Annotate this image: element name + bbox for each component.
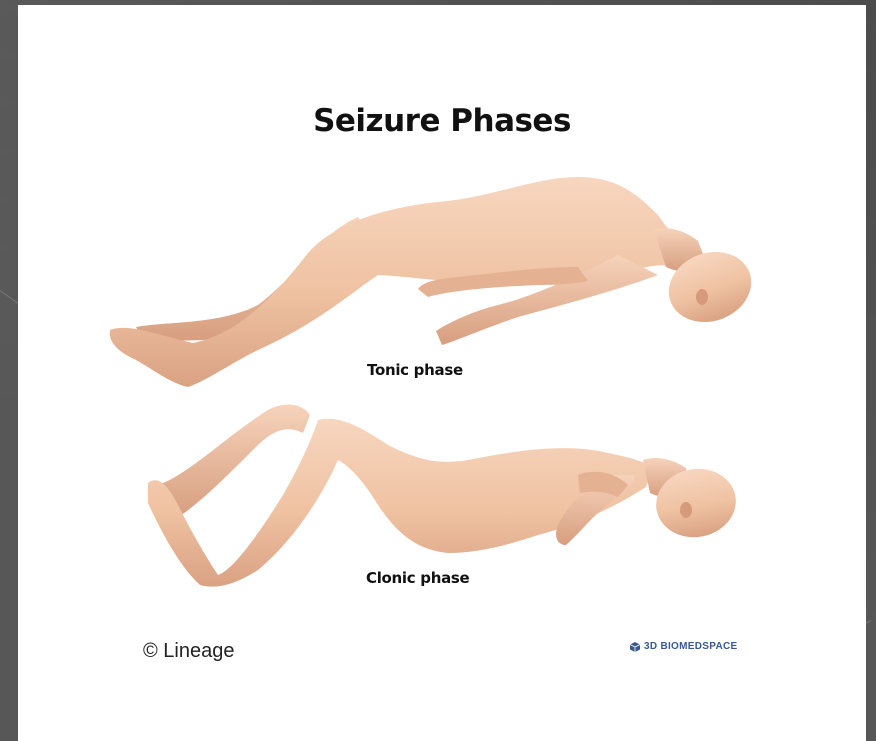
brand-text: 3D BIOMEDSPACE xyxy=(644,641,737,652)
clonic-phase-figure xyxy=(148,405,741,587)
tonic-phase-label: Tonic phase xyxy=(367,361,463,379)
slide-card: Seizure Phases Tonic phase Clonic phase … xyxy=(18,5,866,741)
slide-title: Seizure Phases xyxy=(2,103,876,139)
copyright-credit: © Lineage xyxy=(143,640,234,663)
brand-logo: 3D BIOMEDSPACE xyxy=(630,641,737,652)
cube-icon xyxy=(630,642,640,652)
clonic-phase-label: Clonic phase xyxy=(366,569,469,587)
tonic-phase-figure xyxy=(110,177,761,387)
